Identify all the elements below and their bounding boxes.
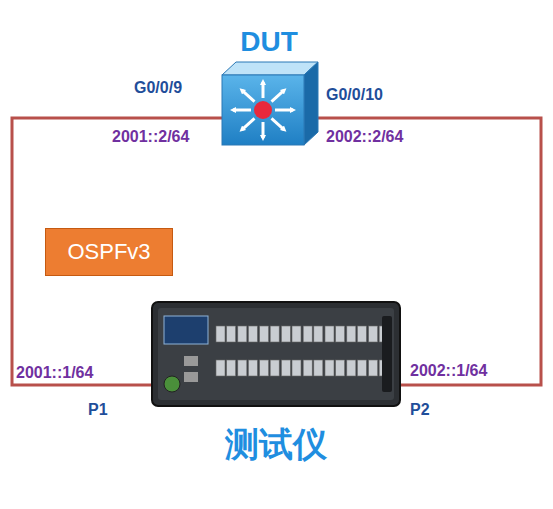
tester-panel <box>158 308 394 400</box>
switch-arrow <box>271 90 284 101</box>
switch-icon: DUT <box>218 10 320 150</box>
tester-port <box>314 360 323 376</box>
tester-port <box>292 360 301 376</box>
ip-address: 2002::2/64 <box>326 128 403 146</box>
device-title: 测试仪 <box>150 424 402 464</box>
ip-address: 2001::2/64 <box>112 128 189 146</box>
tester-port <box>227 360 236 376</box>
tester-port <box>336 360 345 376</box>
tester-device: 测试仪 <box>150 296 402 488</box>
switch-front <box>222 75 304 145</box>
switch-arrow <box>242 90 255 101</box>
port-name: P1 <box>88 401 108 419</box>
port-name: G0/0/9 <box>134 79 182 97</box>
switch-arrow <box>262 82 265 98</box>
tester-port <box>347 326 356 342</box>
tester-port <box>357 360 366 376</box>
tester-chassis <box>152 302 400 406</box>
tester-port <box>281 326 290 342</box>
ip-address: 2001::1/64 <box>16 364 93 382</box>
tester-port <box>248 326 257 342</box>
tester-port <box>292 326 301 342</box>
switch-arrow <box>262 122 265 138</box>
tester-port <box>216 326 225 342</box>
device-title: DUT <box>218 26 320 58</box>
protocol-box: OSPFv3 <box>45 228 173 276</box>
switch-arrow <box>242 118 255 129</box>
tester-port <box>357 326 366 342</box>
switch-arrow <box>275 109 293 112</box>
tester-port <box>369 360 378 376</box>
switch-arrow <box>233 109 251 112</box>
tester-usb <box>184 372 198 382</box>
tester-port <box>238 326 247 342</box>
tester-port <box>216 360 225 376</box>
switch-top <box>222 62 318 75</box>
tester-handle <box>382 316 392 392</box>
tester-graphic <box>150 296 402 416</box>
ip-address: 2002::1/64 <box>410 362 487 380</box>
protocol-label: OSPFv3 <box>46 229 172 275</box>
tester-port <box>281 360 290 376</box>
tester-knob <box>164 376 180 392</box>
switch-side <box>304 62 318 145</box>
tester-port <box>347 360 356 376</box>
tester-port <box>270 326 279 342</box>
tester-port <box>369 326 378 342</box>
tester-port <box>314 326 323 342</box>
tester-port <box>303 326 312 342</box>
tester-port <box>260 326 269 342</box>
tester-port <box>270 360 279 376</box>
tester-port <box>336 326 345 342</box>
tester-port <box>227 326 236 342</box>
switch-center <box>254 101 272 119</box>
tester-port <box>325 360 334 376</box>
tester-port <box>260 360 269 376</box>
switch-arrow <box>271 118 284 129</box>
port-name: G0/0/10 <box>326 86 383 104</box>
tester-usb <box>184 356 198 366</box>
tester-port <box>303 360 312 376</box>
tester-port <box>248 360 257 376</box>
port-name: P2 <box>410 401 430 419</box>
tester-screen <box>164 316 208 344</box>
tester-port <box>325 326 334 342</box>
tester-port <box>238 360 247 376</box>
